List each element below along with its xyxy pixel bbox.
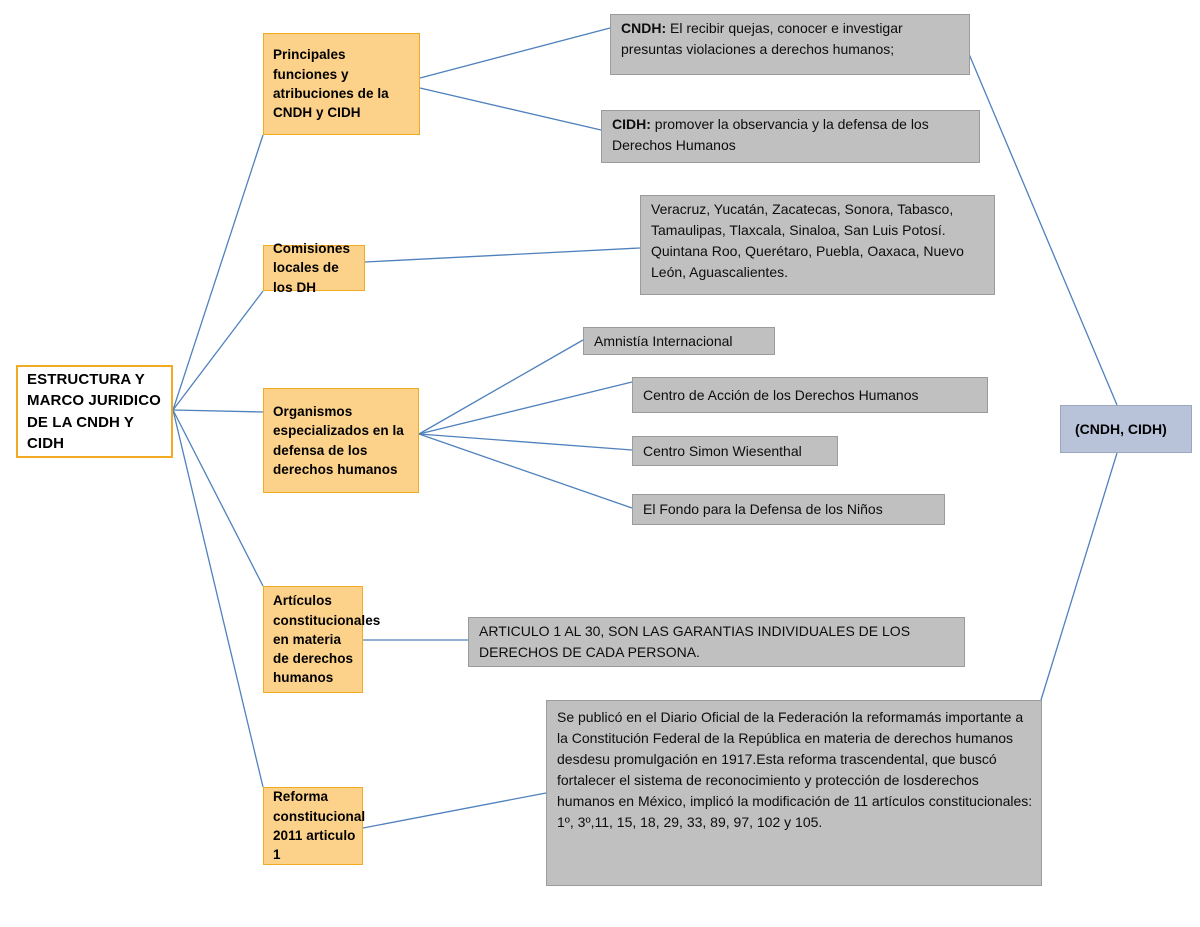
branch-node-funciones[interactable]: Principales funciones y atribuciones de … [263,33,420,135]
leaf-node-amnistia[interactable]: Amnistía Internacional [583,327,775,355]
connector-organismos-to-amnistia [418,339,584,435]
branch-node-funciones-label: Principales funciones y atribuciones de … [273,47,389,121]
connector-funciones-to-cidh [419,87,602,131]
connector-root-to-comisiones [172,290,264,411]
branch-node-articulos-label: Artículos constitucionales en materia de… [273,593,381,686]
leaf-node-fondo-ninos-text: El Fondo para la Defensa de los Niños [643,501,883,517]
leaf-node-articulo-1-30[interactable]: ARTICULO 1 AL 30, SON LAS GARANTIAS INDI… [468,617,965,667]
branch-node-comisiones-label: Comisiones locales de los DH [273,241,351,295]
leaf-node-estados-text: Veracruz, Yucatán, Zacatecas, Sonora, Ta… [651,201,964,280]
branch-node-reforma-label: Reforma constitucional 2011 articulo 1 [273,789,366,863]
leaf-node-cndh-funcion[interactable]: CNDH: El recibir quejas, conocer e inves… [610,14,970,75]
root-node-label: ESTRUCTURA Y MARCO JURIDICO DE LA CNDH Y… [27,370,161,452]
branch-node-organismos[interactable]: Organismos especializados en la defensa … [263,388,419,493]
connector-organismos-to-centro-accion [418,381,633,435]
leaf-node-cndh-label: CNDH: [621,20,667,36]
branch-node-organismos-label: Organismos especializados en la defensa … [273,403,404,477]
terminal-node-cndh-cidh-label: (CNDH, CIDH) [1075,421,1167,437]
connector-comisiones-to-estados [364,247,641,263]
branch-node-articulos[interactable]: Artículos constitucionales en materia de… [263,586,381,693]
leaf-node-reforma-texto[interactable]: Se publicó en el Diario Oficial de la Fe… [546,700,1042,886]
leaf-node-centro-simon[interactable]: Centro Simon Wiesenthal [632,436,838,466]
connector-funciones-to-cndh [419,27,611,79]
connector-organismos-to-centro-simon [418,433,633,451]
connector-root-to-funciones [172,134,264,411]
leaf-node-cidh-funcion-text: CIDH: promover la observancia y la defen… [612,114,971,156]
terminal-node-cndh-cidh[interactable]: (CNDH, CIDH) [1060,405,1192,453]
leaf-node-cidh-body: promover la observancia y la defensa de … [612,116,929,153]
connector-root-to-articulos [172,409,264,587]
connector-reforma-to-reforma-text [362,792,547,829]
branch-node-reforma[interactable]: Reforma constitucional 2011 articulo 1 [263,787,366,865]
connector-root-to-organismos [172,409,264,413]
leaf-node-cndh-funcion-text: CNDH: El recibir quejas, conocer e inves… [621,18,961,60]
leaf-node-fondo-ninos[interactable]: El Fondo para la Defensa de los Niños [632,494,945,525]
leaf-node-centro-accion-text: Centro de Acción de los Derechos Humanos [643,386,919,403]
leaf-node-centro-accion[interactable]: Centro de Acción de los Derechos Humanos [632,377,988,413]
connector-organismos-to-fondo-ninos [418,433,633,509]
leaf-node-reforma-texto-text: Se publicó en el Diario Oficial de la Fe… [557,709,1033,830]
leaf-node-articulo-1-30-text: ARTICULO 1 AL 30, SON LAS GARANTIAS INDI… [479,623,911,660]
leaf-node-amnistia-text: Amnistía Internacional [594,332,733,349]
branch-node-comisiones[interactable]: Comisiones locales de los DH [263,241,365,295]
leaf-node-cndh-body: El recibir quejas, conocer e investigar … [621,20,903,57]
leaf-node-cidh-funcion[interactable]: CIDH: promover la observancia y la defen… [601,110,980,163]
connector-root-to-reforma [172,409,264,788]
leaf-node-estados[interactable]: Veracruz, Yucatán, Zacatecas, Sonora, Ta… [640,195,995,295]
connector-terminal-to-reforma-box [1040,452,1118,701]
leaf-node-centro-simon-text: Centro Simon Wiesenthal [643,442,802,459]
root-node[interactable]: ESTRUCTURA Y MARCO JURIDICO DE LA CNDH Y… [16,365,173,458]
leaf-node-cidh-label: CIDH: [612,116,651,132]
